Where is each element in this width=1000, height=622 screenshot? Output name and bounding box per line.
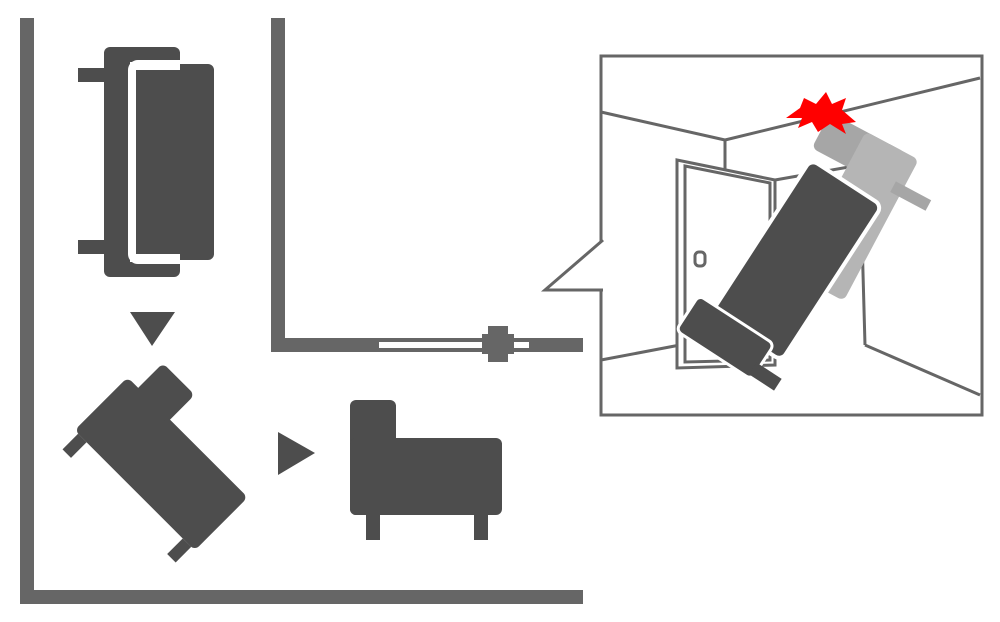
doorway <box>377 326 531 362</box>
arrow-right-icon <box>278 432 315 475</box>
sofa-rotated-icon <box>62 365 246 563</box>
sofa-top-view-icon <box>78 47 218 277</box>
arrow-down-icon <box>130 312 175 346</box>
tilted-sofa-icon <box>676 160 882 391</box>
collision-burst-icon <box>786 92 856 134</box>
room-perspective <box>600 76 981 397</box>
sofa-side-view-icon <box>350 400 502 540</box>
